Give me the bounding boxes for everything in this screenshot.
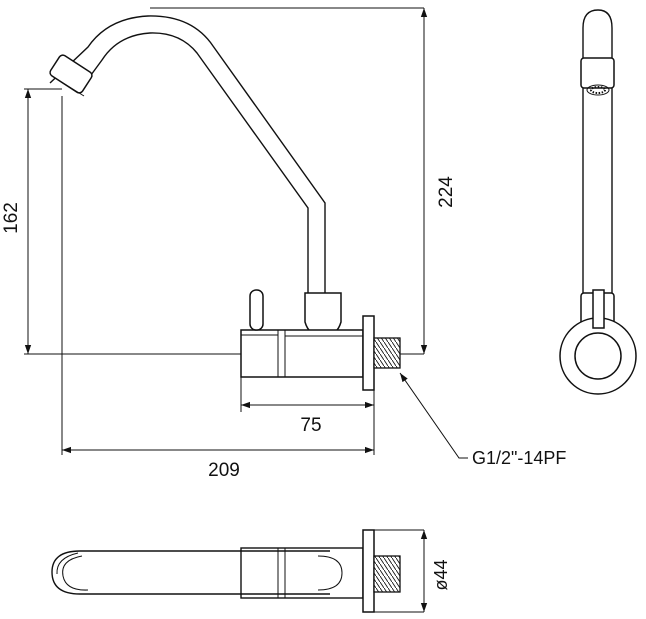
side-aerator: [580, 57, 615, 89]
wall-flange: [362, 315, 375, 391]
side-spout: [582, 9, 613, 298]
top-thread: [373, 555, 401, 593]
dim-224-label: 224: [436, 176, 457, 208]
top-body: [240, 547, 364, 599]
valve-body: [240, 329, 364, 378]
top-view: ø44: [51, 529, 451, 613]
dim-44-label: ø44: [431, 559, 451, 590]
thread-connector: [373, 337, 401, 369]
dim-209-label: 209: [208, 460, 240, 481]
spout-tube: [49, 15, 326, 298]
side-flange-inner: [574, 332, 622, 380]
handle-lever: [249, 289, 264, 331]
top-flange: [362, 529, 375, 613]
side-view: [559, 9, 637, 395]
dim-75-label: 75: [300, 415, 321, 436]
dim-162-label: 162: [1, 202, 22, 234]
thread-leader: [399, 372, 468, 459]
front-view: 224 162 75 209 G1/2"-14PF: [1, 7, 566, 481]
thread-spec-label: G1/2"-14PF: [472, 448, 566, 468]
top-spout: [51, 550, 330, 595]
